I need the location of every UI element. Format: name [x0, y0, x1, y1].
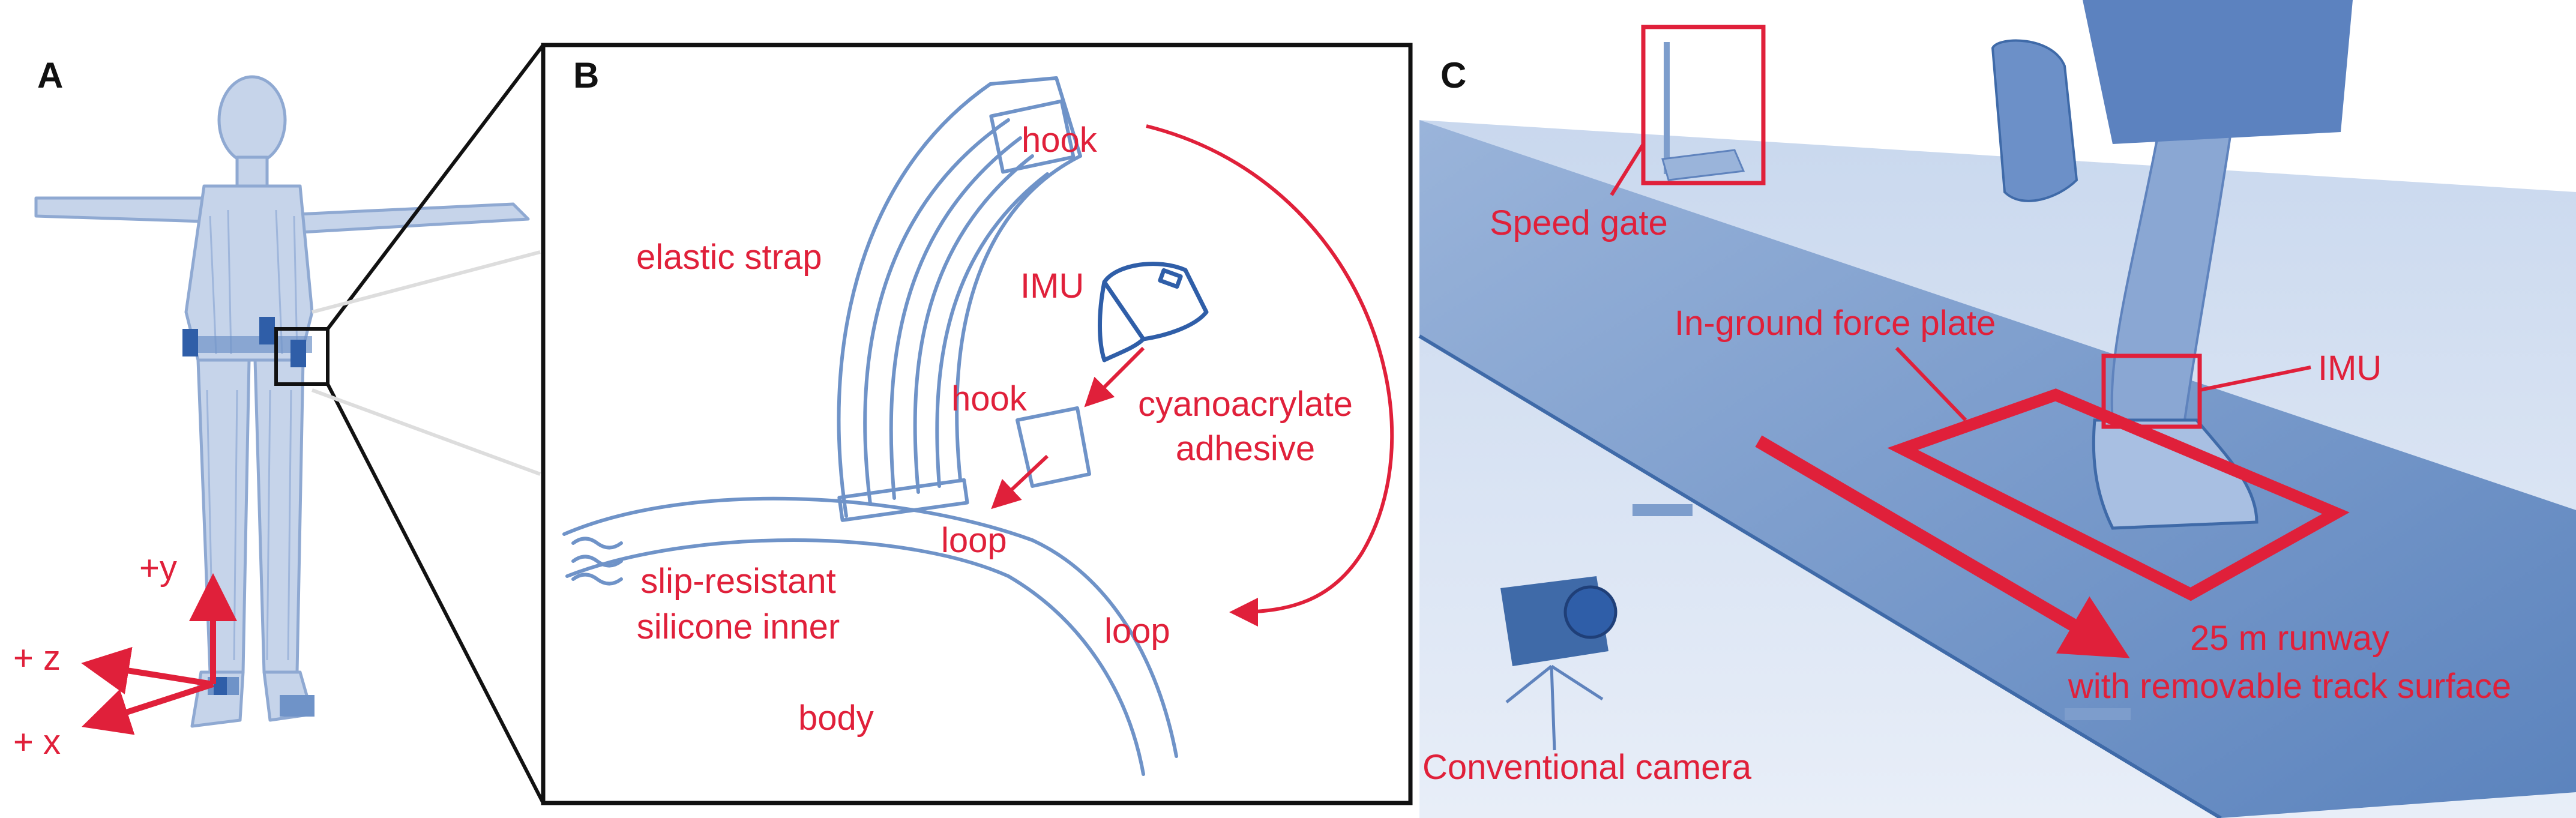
panel-b-imu [1098, 262, 1209, 362]
imu-label-b: IMU [1020, 266, 1085, 305]
runner-raised-foot [1991, 39, 2078, 202]
panel-a-axes [81, 573, 237, 735]
loop-mid-label: loop [941, 521, 1007, 560]
runway-label: 25 m runway with removable track surface [2008, 621, 2572, 704]
runway-direction-arrow [1755, 435, 2130, 658]
zoom-line-top [326, 44, 545, 330]
camera-label: Conventional camera [1422, 748, 1752, 787]
panel-a-zoom-box [274, 327, 330, 386]
force-plate-label: In-ground force plate [1675, 304, 1996, 343]
runway [1419, 120, 2576, 818]
arrow-hook-to-loop [991, 454, 1049, 510]
zoom-line-bottom [326, 383, 545, 804]
adhesive-label: cyanoacrylate adhesive [1113, 387, 1377, 466]
arrow-hook-around-to-loop [1146, 124, 1394, 627]
body-label: body [798, 699, 874, 738]
panel-b-arrows [991, 124, 1394, 627]
panel-c-letter: C [1440, 55, 1467, 95]
arrow-imu-to-hook [1084, 346, 1145, 407]
speed-gate-device [1661, 42, 1745, 181]
panel-a-hatching [206, 209, 298, 661]
imu-box [2101, 353, 2202, 429]
speed-gate-box [1641, 25, 1766, 185]
runway-label-line2: with removable track surface [2068, 667, 2512, 706]
force-plate-outline [1887, 388, 2350, 601]
axis-z-label: + z [13, 639, 61, 678]
camera-device [1500, 576, 1618, 751]
silicone-label-line1: slip-resistant [640, 562, 836, 601]
loop-right-label: loop [1104, 612, 1170, 651]
axis-y-label: +y [139, 549, 177, 588]
elastic-strap-label: elastic strap [636, 238, 822, 277]
hook-mid-label: hook [951, 379, 1027, 418]
panel-b-letter: B [573, 55, 600, 95]
panel-c-annotations [1610, 25, 2350, 658]
axis-x-label: + x [13, 723, 61, 762]
runway-label-line1: 25 m runway [2189, 619, 2390, 658]
panel-a-letter: A [37, 55, 64, 95]
panel-b-sketch [562, 76, 1178, 776]
silicone-label-line2: silicone inner [636, 607, 840, 646]
axis-x-arrow [81, 681, 214, 735]
panel-b-frame [541, 43, 1413, 805]
adhesive-label-line2: adhesive [1175, 429, 1316, 468]
adhesive-label-line1: cyanoacrylate [1138, 385, 1353, 424]
runner-shoe [2092, 418, 2259, 530]
axis-z-arrow [81, 646, 214, 694]
hook-top-label: hook [1022, 121, 1097, 160]
speed-gate-label: Speed gate [1490, 203, 1668, 242]
silicone-label: slip-resistant silicone inner [606, 564, 870, 645]
imu-label-c: IMU [2318, 349, 2382, 388]
